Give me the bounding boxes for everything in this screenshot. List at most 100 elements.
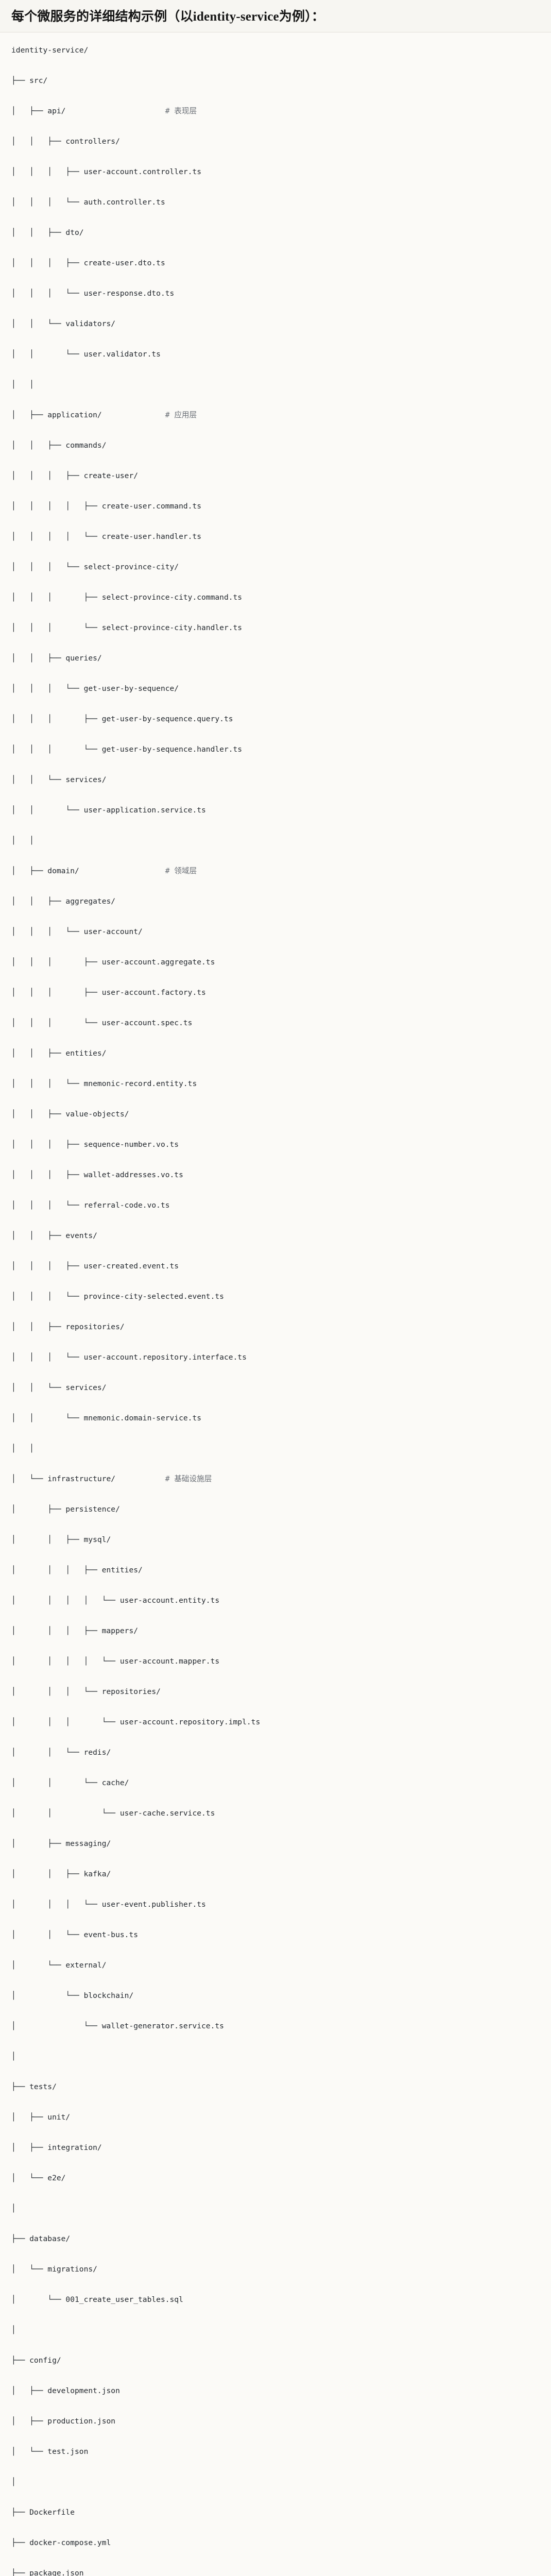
tree-row: ├── src/ — [11, 73, 540, 89]
tree-row-path: │ │ │ ├── create-user.dto.ts — [11, 259, 165, 267]
tree-row-path: │ │ │ └── get-user-by-sequence/ — [11, 684, 179, 693]
tree-row: │ │ └── user-application.service.ts — [11, 803, 540, 818]
tree-row-path: │ │ │ ├── get-user-by-sequence.query.ts — [11, 715, 233, 723]
tree-row: │ │ │ └── user-account.repository.interf… — [11, 1350, 540, 1365]
tree-row: │ │ ├── commands/ — [11, 438, 540, 453]
tree-row-path: │ │ │ └── select-province-city/ — [11, 563, 179, 571]
tree-row: │ │ │ └── auth.controller.ts — [11, 195, 540, 210]
tree-row: │ │ │ ├── select-province-city.command.t… — [11, 590, 540, 605]
tree-row: │ │ │ ├── wallet-addresses.vo.ts — [11, 1167, 540, 1183]
tree-row: │ │ │ └── user-response.dto.ts — [11, 286, 540, 301]
tree-row: │ │ ├── entities/ — [11, 1046, 540, 1061]
tree-row: │ ├── integration/ — [11, 2140, 540, 2156]
tree-row: │ └── infrastructure/ # 基础设施层 — [11, 1471, 540, 1487]
tree-row-path: │ │ │ ├── user-account.aggregate.ts — [11, 958, 215, 967]
tree-row: │ ├── application/ # 应用层 — [11, 408, 540, 423]
tree-row: │ │ │ ├── entities/ — [11, 1563, 540, 1578]
tree-row: │ │ │ ├── create-user.dto.ts — [11, 256, 540, 271]
tree-row: │ │ │ └── get-user-by-sequence/ — [11, 681, 540, 697]
tree-row-path: │ │ │ └── user-response.dto.ts — [11, 289, 175, 298]
tree-row-path: │ │ │ └── user-account.spec.ts — [11, 1019, 193, 1027]
tree-row: │ │ │ └── repositories/ — [11, 1684, 540, 1700]
tree-row: │ │ │ └── user-event.publisher.ts — [11, 1897, 540, 1912]
tree-row-path: │ │ │ └── auth.controller.ts — [11, 198, 165, 207]
tree-row: │ │ │ │ ├── create-user.command.ts — [11, 499, 540, 514]
tree-row: │ │ ├── aggregates/ — [11, 894, 540, 909]
tree-row: │ — [11, 2049, 540, 2064]
tree-row-path: │ │ │ └── user-account.repository.impl.t… — [11, 1718, 261, 1726]
tree-row-comment: # 领域层 — [165, 867, 197, 875]
tree-row-path: │ — [11, 2204, 16, 2213]
tree-row-path: │ │ │ └── repositories/ — [11, 1687, 161, 1696]
tree-row-gap — [65, 107, 165, 115]
tree-row: ├── database/ — [11, 2231, 540, 2247]
tree-row-path: │ │ │ └── get-user-by-sequence.handler.t… — [11, 745, 243, 754]
tree-row: │ │ └── cache/ — [11, 1775, 540, 1791]
tree-row-path: │ ├── api/ — [11, 107, 66, 115]
tree-row-path: │ └── external/ — [11, 1961, 107, 1970]
tree-row: │ │ └── user.validator.ts — [11, 347, 540, 362]
tree-row-path: identity-service/ — [11, 46, 89, 55]
tree-row-comment: # 表现层 — [165, 107, 197, 115]
tree-row-path: │ ├── messaging/ — [11, 1839, 111, 1848]
tree-row-path: │ │ ├── value-objects/ — [11, 1110, 129, 1118]
tree-row-path: │ │ ├── queries/ — [11, 654, 102, 663]
tree-row: │ │ │ ├── create-user/ — [11, 468, 540, 484]
tree-row-path: │ └── wallet-generator.service.ts — [11, 2022, 224, 2030]
tree-row-path: │ ├── unit/ — [11, 2113, 71, 2122]
tree-row: identity-service/ — [11, 43, 540, 58]
tree-row: │ │ — [11, 377, 540, 393]
tree-row: │ │ │ ├── user-created.event.ts — [11, 1259, 540, 1274]
tree-row-path: │ │ └── user.validator.ts — [11, 350, 161, 359]
tree-row-path: │ ├── integration/ — [11, 2143, 102, 2152]
page-title: 每个微服务的详细结构示例（以identity-service为例）： — [11, 10, 325, 24]
tree-row: ├── tests/ — [11, 2079, 540, 2095]
tree-row: │ │ │ │ └── create-user.handler.ts — [11, 529, 540, 545]
tree-row: │ │ ├── events/ — [11, 1228, 540, 1244]
tree-row: │ │ │ └── referral-code.vo.ts — [11, 1198, 540, 1213]
tree-row-path: │ │ ├── kafka/ — [11, 1870, 111, 1878]
tree-row: │ └── blockchain/ — [11, 1988, 540, 2004]
tree-row-path: │ └── blockchain/ — [11, 1991, 134, 2000]
tree-row: │ └── e2e/ — [11, 2171, 540, 2186]
tree-row-path: ├── config/ — [11, 2356, 61, 2365]
tree-row-path: │ │ └── services/ — [11, 775, 107, 784]
tree-row-path: │ └── test.json — [11, 2447, 89, 2456]
tree-row-path: │ │ │ ├── user-account.controller.ts — [11, 167, 202, 176]
tree-row-path: │ │ └── redis/ — [11, 1748, 111, 1757]
tree-row-path: │ │ ├── controllers/ — [11, 137, 120, 146]
tree-row-path: │ │ ├── aggregates/ — [11, 897, 116, 906]
tree-row: │ │ │ └── user-account/ — [11, 924, 540, 940]
tree-row-path: │ ├── application/ — [11, 411, 102, 419]
tree-row: │ │ ├── dto/ — [11, 225, 540, 241]
tree-row: │ — [11, 2475, 540, 2490]
tree-row: │ │ │ │ └── user-account.entity.ts — [11, 1593, 540, 1608]
tree-row: │ │ ├── repositories/ — [11, 1319, 540, 1335]
tree-row: │ │ │ └── user-account.spec.ts — [11, 1015, 540, 1031]
tree-row-path: │ │ ├── commands/ — [11, 441, 107, 450]
tree-row-path: │ — [11, 2478, 16, 2486]
document-header: 每个微服务的详细结构示例（以identity-service为例）： — [0, 0, 551, 32]
tree-row: │ │ └── redis/ — [11, 1745, 540, 1760]
tree-row: │ │ └── event-bus.ts — [11, 1927, 540, 1943]
tree-row: │ │ ├── mysql/ — [11, 1532, 540, 1548]
tree-row-path: │ — [11, 2326, 16, 2334]
tree-row-path: │ │ │ ├── wallet-addresses.vo.ts — [11, 1171, 183, 1179]
tree-row: │ ├── api/ # 表现层 — [11, 104, 540, 119]
tree-row-path: │ │ ├── events/ — [11, 1231, 97, 1240]
directory-tree: identity-service/ ├── src/ │ ├── api/ # … — [11, 43, 540, 2576]
tree-row: │ │ — [11, 1441, 540, 1456]
directory-tree-block: identity-service/ ├── src/ │ ├── api/ # … — [0, 32, 551, 2576]
tree-row-path: │ │ │ └── user-event.publisher.ts — [11, 1900, 206, 1909]
tree-row: │ ├── development.json — [11, 2383, 540, 2399]
tree-row: │ │ │ ├── user-account.factory.ts — [11, 985, 540, 1001]
tree-row: │ │ │ └── select-province-city.handler.t… — [11, 620, 540, 636]
tree-row-path: │ │ ├── mysql/ — [11, 1535, 111, 1544]
tree-row: │ ├── production.json — [11, 2414, 540, 2429]
tree-row-path: │ │ └── cache/ — [11, 1778, 129, 1787]
tree-row: │ │ └── services/ — [11, 772, 540, 788]
tree-row-path: │ └── migrations/ — [11, 2265, 97, 2274]
tree-row-path: ├── tests/ — [11, 2082, 57, 2091]
tree-row-path: │ │ ├── entities/ — [11, 1049, 107, 1058]
tree-row-path: │ ├── domain/ — [11, 867, 79, 875]
